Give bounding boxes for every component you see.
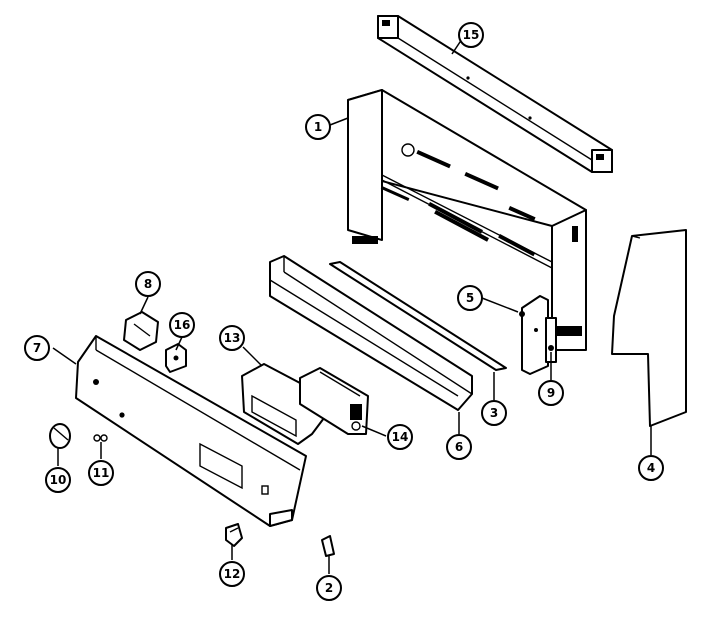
callout-2: 2 <box>316 575 342 601</box>
part-7-control-panel <box>75 335 307 527</box>
part-11-spring-clip <box>93 434 108 442</box>
callout-14: 14 <box>387 424 413 450</box>
callout-12: 12 <box>219 561 245 587</box>
callout-6: 6 <box>446 434 472 460</box>
callout-label: 3 <box>490 406 498 420</box>
part-4-side-trim <box>611 229 687 427</box>
leader-lines <box>52 35 652 574</box>
callout-15: 15 <box>458 22 484 48</box>
callout-10: 10 <box>45 467 71 493</box>
part-8-switch <box>123 311 159 351</box>
part-12-connector <box>225 523 243 547</box>
callout-label: 14 <box>392 430 409 444</box>
callout-label: 6 <box>455 440 463 454</box>
callout-label: 4 <box>647 461 655 475</box>
part-1-back-panel <box>347 89 587 351</box>
callout-4: 4 <box>638 455 664 481</box>
part-2-tab <box>321 535 335 557</box>
callout-13: 13 <box>219 325 245 351</box>
callout-label: 8 <box>144 277 152 291</box>
callout-label: 2 <box>325 581 333 595</box>
callout-11: 11 <box>88 460 114 486</box>
part-3-trim-strip <box>329 261 507 371</box>
callout-3: 3 <box>481 400 507 426</box>
callout-label: 9 <box>547 386 555 400</box>
part-6-channel <box>269 255 473 411</box>
callout-label: 5 <box>466 291 474 305</box>
callout-label: 16 <box>174 318 191 332</box>
part-15-top-rail <box>377 15 613 173</box>
part-16-clip <box>165 343 187 373</box>
callout-5: 5 <box>457 285 483 311</box>
part-14-timer-module <box>299 367 369 435</box>
callout-1: 1 <box>305 114 331 140</box>
part-13-bezel <box>241 363 337 445</box>
callout-label: 15 <box>463 28 480 42</box>
callout-16: 16 <box>169 312 195 338</box>
part-5-bracket <box>519 295 549 375</box>
part-10-knob <box>49 423 71 449</box>
callout-8: 8 <box>135 271 161 297</box>
callout-label: 11 <box>93 466 110 480</box>
callout-label: 13 <box>224 331 241 345</box>
callout-9: 9 <box>538 380 564 406</box>
callout-label: 10 <box>50 473 67 487</box>
callout-label: 1 <box>314 120 322 134</box>
callout-7: 7 <box>24 335 50 361</box>
callout-label: 12 <box>224 567 241 581</box>
callout-label: 7 <box>33 341 41 355</box>
